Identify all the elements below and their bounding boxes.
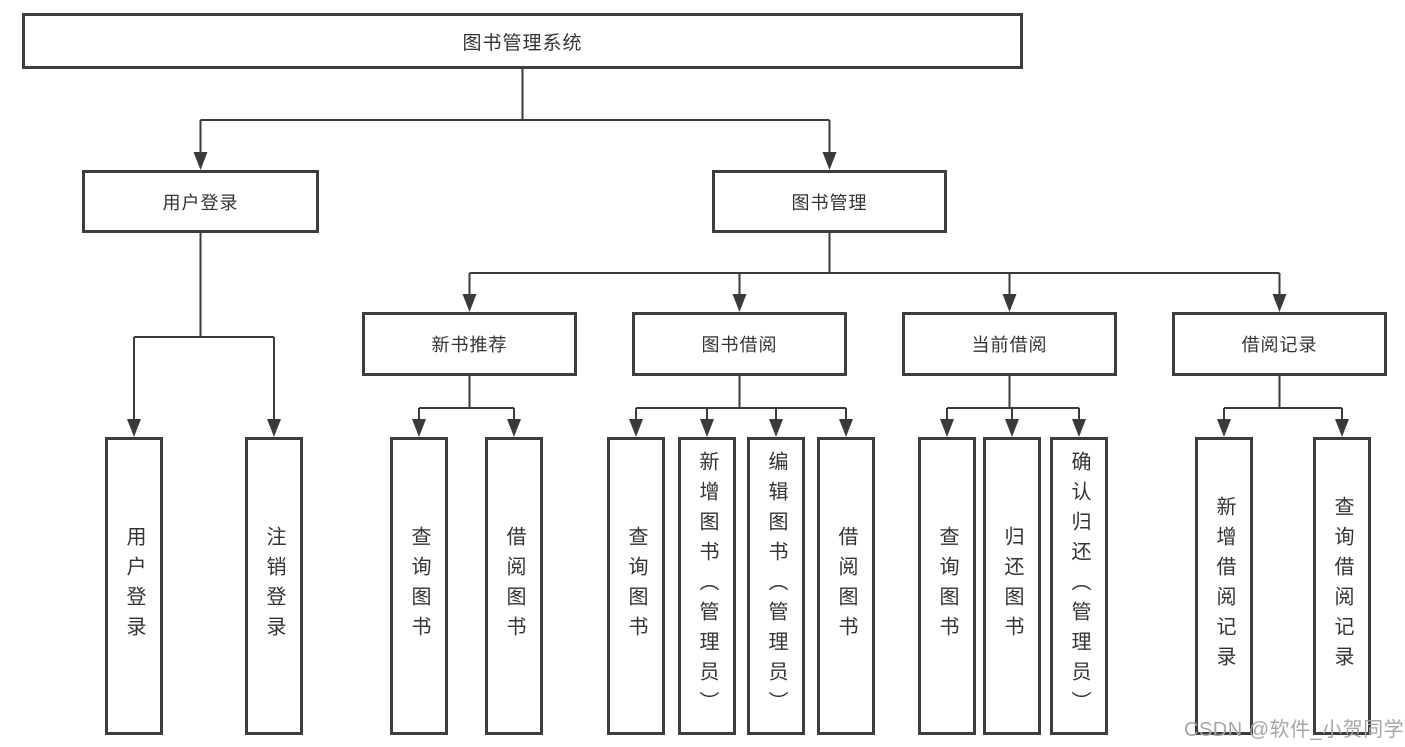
- leaf-add-book-admin: 新增图书（管理员）: [678, 437, 736, 735]
- leaf-label: 编辑图书（管理员）: [765, 451, 787, 721]
- edge-newbook-to-leaves: [418, 376, 515, 421]
- csdn-watermark: CSDN @软件_小贺同学: [1184, 719, 1405, 741]
- edge-userlogin-to-leaves: [133, 233, 275, 421]
- leaf-borrow-books: 借阅图书: [817, 437, 875, 735]
- leaf-label: 用户登录: [123, 526, 145, 646]
- leaf-edit-book-admin: 编辑图书（管理员）: [747, 437, 805, 735]
- node-label: 图书借阅: [701, 335, 778, 355]
- node-current-borrowing: 当前借阅: [902, 312, 1117, 376]
- leaf-label: 新增借阅记录: [1213, 496, 1235, 676]
- node-book-borrowing: 图书借阅: [632, 312, 847, 376]
- edge-current-to-leaves: [946, 376, 1080, 421]
- leaf-label: 归还图书: [1001, 526, 1023, 646]
- edge-bookmgmt-to-level3: [468, 233, 1281, 296]
- node-new-book-recommendation: 新书推荐: [362, 312, 577, 376]
- node-user-login: 用户登录: [82, 170, 319, 233]
- node-borrowing-records: 借阅记录: [1172, 312, 1387, 376]
- leaf-label: 查询借阅记录: [1331, 496, 1353, 676]
- leaf-query-books-recommend: 查询图书: [390, 437, 448, 735]
- leaf-confirm-return-admin: 确认归还（管理员）: [1050, 437, 1108, 735]
- node-label: 新书推荐: [431, 335, 508, 355]
- node-label: 当前借阅: [971, 335, 1048, 355]
- edge-root-to-level2: [199, 68, 831, 154]
- leaf-label: 确认归还（管理员）: [1068, 451, 1090, 721]
- edge-records-to-leaves: [1223, 376, 1343, 421]
- leaf-add-borrow-record: 新增借阅记录: [1195, 437, 1253, 735]
- leaf-logout: 注销登录: [245, 437, 303, 735]
- edge-borrowing-to-leaves: [635, 376, 847, 421]
- leaf-borrow-books-recommend: 借阅图书: [485, 437, 543, 735]
- node-label: 图书管理: [791, 192, 868, 213]
- leaf-query-books-borrowing: 查询图书: [607, 437, 665, 735]
- leaf-label: 查询图书: [625, 526, 647, 646]
- arrowheads: [127, 152, 1349, 437]
- leaf-query-borrow-record: 查询借阅记录: [1313, 437, 1371, 735]
- node-label: 借阅记录: [1241, 335, 1318, 355]
- leaf-label: 查询图书: [408, 526, 430, 646]
- leaf-query-books-current: 查询图书: [918, 437, 976, 735]
- node-label: 图书管理系统: [462, 32, 583, 54]
- leaf-label: 注销登录: [263, 526, 285, 646]
- leaf-label: 借阅图书: [503, 526, 525, 646]
- leaf-user-login: 用户登录: [105, 437, 163, 735]
- leaf-return-books: 归还图书: [983, 437, 1041, 735]
- leaf-label: 新增图书（管理员）: [696, 451, 718, 721]
- node-book-management: 图书管理: [712, 170, 947, 233]
- leaf-label: 借阅图书: [835, 526, 857, 646]
- leaf-label: 查询图书: [936, 526, 958, 646]
- node-library-management-system: 图书管理系统: [22, 13, 1023, 69]
- node-label: 用户登录: [162, 192, 239, 213]
